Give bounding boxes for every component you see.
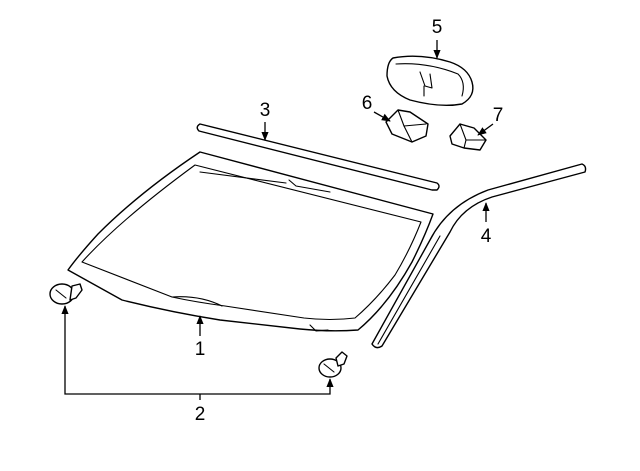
callout-2: 2 bbox=[195, 404, 206, 425]
mirror-cover-left bbox=[385, 109, 429, 143]
rearview-mirror bbox=[386, 55, 474, 107]
side-molding bbox=[371, 163, 587, 349]
callout-5: 5 bbox=[432, 17, 443, 38]
windshield-glass bbox=[67, 151, 434, 332]
callout-3: 3 bbox=[260, 100, 271, 121]
callout-4: 4 bbox=[481, 226, 492, 247]
callout-1: 1 bbox=[195, 339, 206, 360]
leader-7 bbox=[477, 123, 494, 136]
clip-left bbox=[49, 283, 83, 305]
leader-lines bbox=[61, 40, 494, 400]
mirror-cover-right bbox=[449, 123, 487, 151]
callout-6: 6 bbox=[362, 93, 373, 114]
callout-7: 7 bbox=[493, 105, 504, 126]
clip-right bbox=[318, 351, 348, 378]
upper-molding bbox=[196, 123, 440, 191]
leader-6 bbox=[373, 111, 391, 122]
leader-2-bracket bbox=[61, 305, 334, 395]
